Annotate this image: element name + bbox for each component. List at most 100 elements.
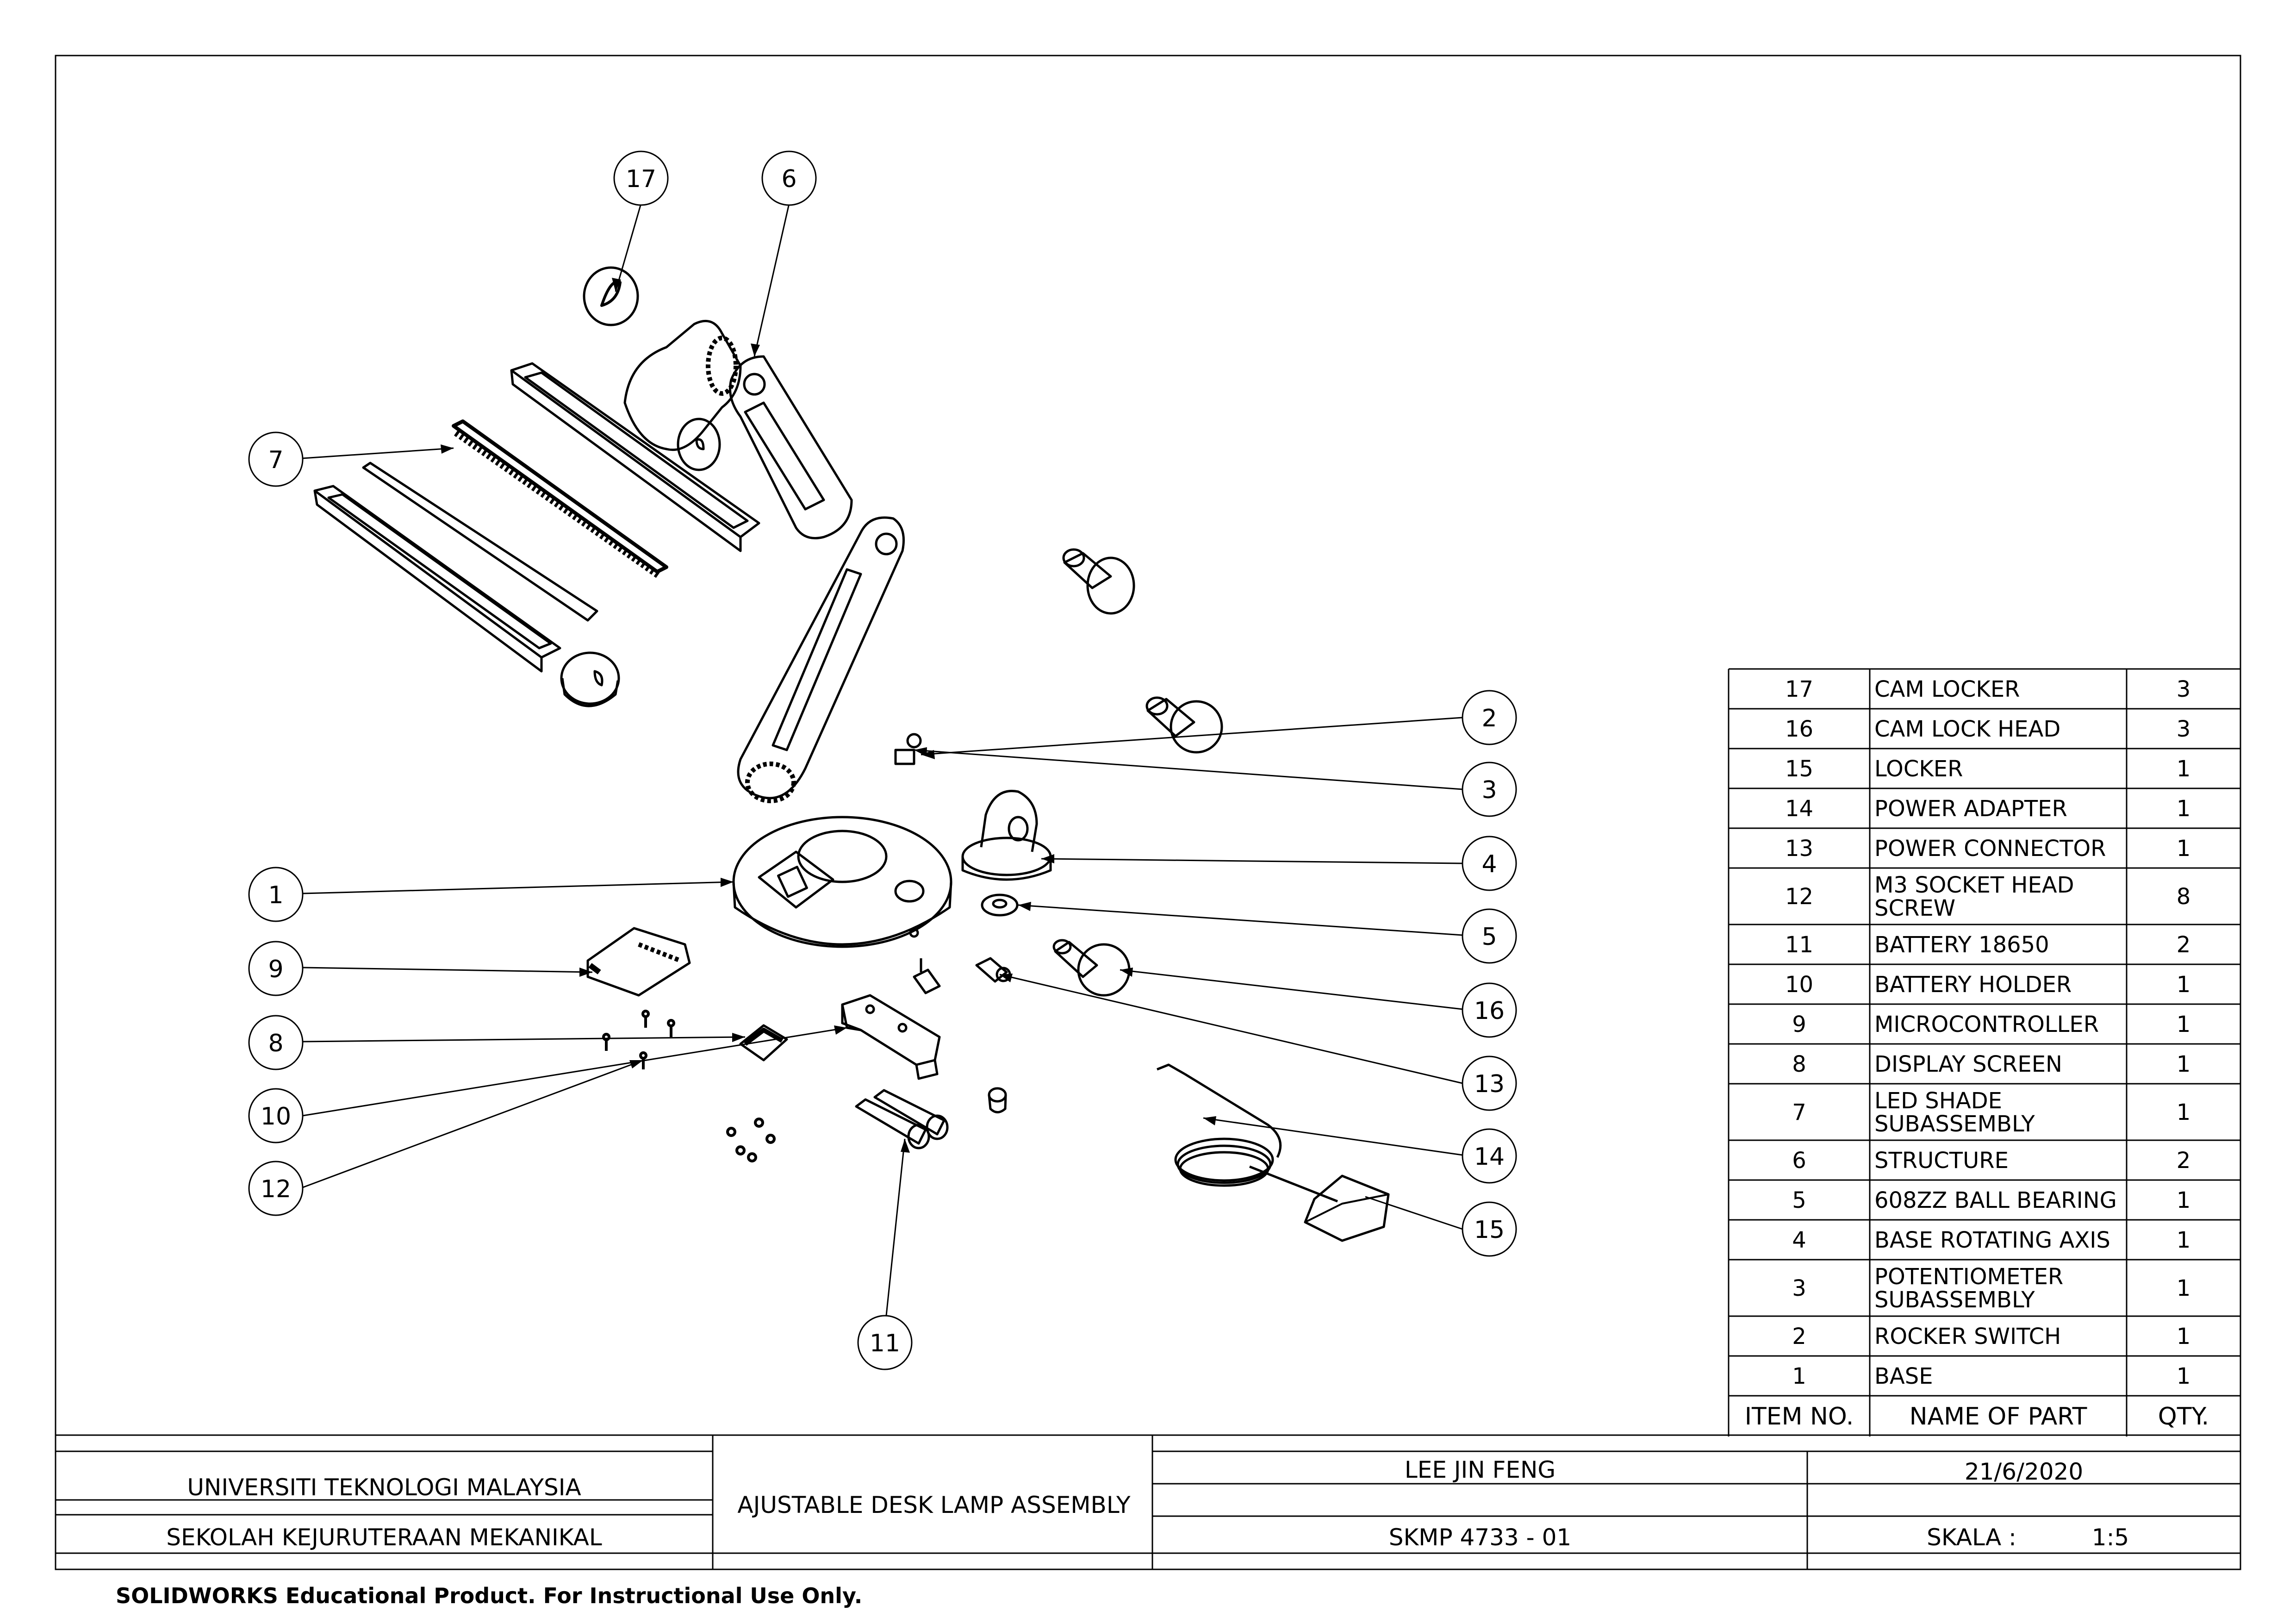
battery-holder — [841, 994, 941, 1080]
balloon-12: 12 — [248, 1161, 304, 1216]
bom-qty: 1 — [2177, 836, 2191, 862]
ball-bearing — [981, 893, 1019, 917]
bom-item-no: 4 — [1792, 1227, 1806, 1253]
bom-qty: 1 — [2177, 1099, 2191, 1125]
balloon-label: 14 — [1474, 1143, 1505, 1171]
batteries — [855, 1089, 949, 1149]
balloon-label: 9 — [268, 956, 283, 983]
bom-part-name: BATTERY 18650 — [1874, 932, 2049, 958]
balloon-7: 7 — [248, 431, 304, 487]
base-rotating-axis — [961, 790, 1052, 881]
bom-qty: 1 — [2177, 1227, 2191, 1253]
bom-qty: 1 — [2177, 1275, 2191, 1301]
drawing-title: AJUSTABLE DESK LAMP ASSEMBLY — [737, 1492, 1131, 1518]
bom-part-name: POTENTIOMETER — [1874, 1264, 2063, 1290]
bom-part-name: DISPLAY SCREEN — [1874, 1051, 2062, 1077]
balloon-label: 10 — [261, 1103, 291, 1131]
bom-qty: 1 — [2177, 1187, 2191, 1213]
bom-part-name: BASE ROTATING AXIS — [1874, 1227, 2110, 1253]
educational-watermark: SOLIDWORKS Educational Product. For Inst… — [116, 1583, 863, 1608]
bom-part-name: STRUCTURE — [1874, 1148, 2009, 1174]
bom-part-name: SUBASSEMBLY — [1874, 1287, 2035, 1313]
bom-part-name: M3 SOCKET HEAD — [1874, 872, 2074, 898]
lamp-head-joint — [623, 319, 742, 471]
bom-qty: 3 — [2177, 676, 2191, 702]
cam-locker-top — [583, 266, 639, 326]
microcontroller — [586, 927, 691, 997]
title-block — [56, 1434, 2240, 1569]
balloon-14: 14 — [1462, 1128, 1517, 1184]
upper-arm — [706, 336, 853, 539]
led-shade-frame-upper — [510, 362, 760, 552]
balloon-8: 8 — [248, 1015, 304, 1070]
balloon-label: 16 — [1474, 997, 1505, 1025]
bom-qty: 1 — [2177, 1012, 2191, 1037]
bom-part-name: CAM LOCKER — [1874, 676, 2020, 702]
bom-item-no: 7 — [1792, 1099, 1806, 1125]
bom-part-name: LED SHADE — [1874, 1088, 2002, 1114]
balloon-10: 10 — [248, 1088, 304, 1143]
bom-item-no: 17 — [1785, 676, 1813, 702]
bom-item-no: 10 — [1785, 972, 1813, 998]
bom-qty: 8 — [2177, 884, 2191, 910]
bom-item-no: 6 — [1792, 1148, 1806, 1174]
bom-item-no: 14 — [1785, 796, 1813, 822]
balloon-label: 5 — [1481, 923, 1497, 951]
leader-arrowheads — [441, 278, 1216, 1153]
lower-arm — [737, 516, 905, 803]
balloon-label: 13 — [1474, 1070, 1505, 1098]
balloon-label: 8 — [268, 1030, 283, 1057]
balloon-16: 16 — [1462, 982, 1517, 1038]
author-name: LEE JIN FENG — [1405, 1456, 1556, 1483]
bom-part-name: SUBASSEMBLY — [1874, 1111, 2035, 1137]
balloon-label: 6 — [781, 165, 796, 193]
bom-item-no: 13 — [1785, 836, 1813, 862]
balloon-label: 3 — [1481, 776, 1497, 804]
bom-item-no: 5 — [1792, 1187, 1806, 1213]
led-strip — [452, 419, 668, 579]
balloon-label: 1 — [268, 881, 283, 909]
balloon-label: 2 — [1481, 705, 1497, 732]
balloon-9: 9 — [248, 941, 304, 996]
bom-item-no: 8 — [1792, 1051, 1806, 1077]
balloon-5: 5 — [1462, 908, 1517, 964]
led-diffuser — [362, 462, 598, 622]
bom-item-no: 16 — [1785, 716, 1813, 742]
led-shade-frame-lower — [313, 485, 561, 673]
exploded-view — [313, 266, 1390, 1242]
cam-locker-lower — [560, 651, 620, 707]
bom-qty: 3 — [2177, 716, 2191, 742]
bom-qty: 2 — [2177, 932, 2191, 958]
base — [732, 816, 952, 948]
drawing-date: 21/6/2020 — [1965, 1458, 2083, 1485]
locker-small — [988, 1087, 1007, 1113]
balloon-13: 13 — [1462, 1056, 1517, 1111]
bom-qty: 1 — [2177, 972, 2191, 998]
bom-qty: 1 — [2177, 1324, 2191, 1349]
screws — [602, 1010, 776, 1162]
bom-item-no: 1 — [1792, 1363, 1806, 1389]
bom-part-name: ROCKER SWITCH — [1874, 1324, 2061, 1349]
balloon-15: 15 — [1462, 1201, 1517, 1257]
balloon-6: 6 — [761, 150, 817, 206]
balloon-label: 15 — [1474, 1216, 1505, 1244]
potentiometer-small — [894, 733, 922, 765]
balloon-4: 4 — [1462, 836, 1517, 891]
bom-header-qty: QTY. — [2158, 1403, 2209, 1430]
bom-part-name: POWER CONNECTOR — [1874, 836, 2106, 862]
bom-part-name: BATTERY HOLDER — [1874, 972, 2072, 998]
bom-part-name: 608ZZ BALL BEARING — [1874, 1187, 2117, 1213]
scale-value: 1:5 — [2092, 1524, 2129, 1551]
balloon-2: 2 — [1462, 690, 1517, 745]
bom-item-no: 9 — [1792, 1012, 1806, 1037]
cam-lock-head-upper — [1062, 548, 1135, 615]
bom-part-name: CAM LOCK HEAD — [1874, 716, 2060, 742]
balloon-label: 17 — [626, 165, 656, 193]
bom-qty: 2 — [2177, 1148, 2191, 1174]
bom-qty: 1 — [2177, 796, 2191, 822]
balloon-label: 11 — [870, 1330, 900, 1357]
cam-lock-head-middle — [1145, 696, 1223, 754]
balloon-11: 11 — [857, 1315, 913, 1370]
